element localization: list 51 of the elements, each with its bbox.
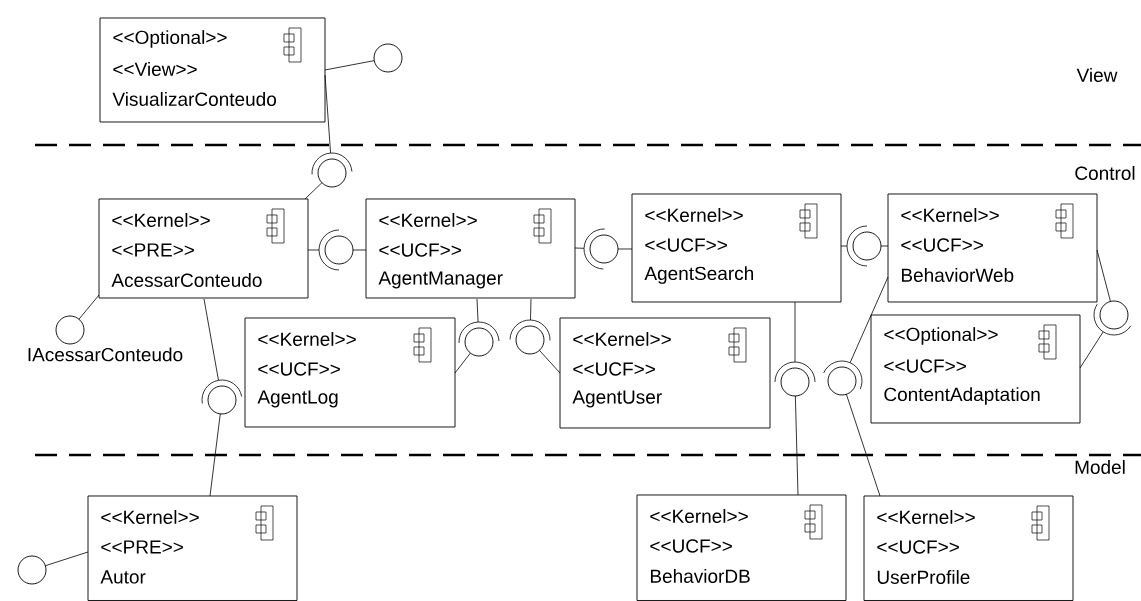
interface-ball xyxy=(515,325,545,355)
assembly-connector xyxy=(794,301,796,363)
interface-ball xyxy=(464,327,494,357)
component-box: <<Optional>> <<View>> VisualizarConteudo xyxy=(99,17,326,123)
assembly-connector xyxy=(209,413,221,497)
assembly-connector xyxy=(617,248,633,250)
assembly-connector xyxy=(794,395,799,496)
component-box: <<Kernel>> <<UCF>> UserProfile xyxy=(863,495,1074,601)
assembly-connector xyxy=(840,245,848,247)
interface-ball xyxy=(317,158,347,188)
interface-ball xyxy=(17,555,47,585)
interface-ball xyxy=(55,315,85,345)
assembly-connector xyxy=(324,60,375,71)
assembly-connector xyxy=(476,298,479,323)
assembly-connector xyxy=(203,298,219,381)
interface-ball xyxy=(852,231,882,261)
assembly-connector xyxy=(849,276,889,364)
layer-label: View xyxy=(1076,68,1118,82)
component-box: <<Kernel>> <<PRE>> Autor xyxy=(87,495,298,601)
interface-ball xyxy=(827,366,857,396)
assembly-connector xyxy=(539,349,561,374)
assembly-connector xyxy=(44,551,89,567)
assembly-connector xyxy=(846,393,881,497)
interface-ball xyxy=(373,43,403,73)
assembly-connector xyxy=(454,352,471,374)
interface-ball xyxy=(324,235,354,265)
component-box: <<Kernel>> <<UCF>> BehaviorDB xyxy=(636,494,847,601)
assembly-connector xyxy=(324,74,331,154)
component-box: <<Kernel>> <<UCF>> AgentManager xyxy=(365,198,576,299)
assembly-connector xyxy=(880,245,889,247)
layer-label: Control xyxy=(1075,166,1135,180)
component-box: <<Kernel>> <<UCF>> AgentSearch xyxy=(631,193,842,303)
assembly-connector xyxy=(78,294,100,320)
component-box: <<Optional>> <<UCF>> ContentAdaptation xyxy=(870,314,1081,424)
assembly-connector xyxy=(530,298,532,321)
interface-ball xyxy=(589,234,619,264)
component-box: <<Kernel>> <<UCF>> AgentUser xyxy=(559,317,771,429)
component-box: <<Kernel>> <<UCF>> BehaviorWeb xyxy=(887,193,1098,303)
layer-label: Model xyxy=(1075,460,1125,474)
assembly-connector xyxy=(304,182,323,200)
interface-label: IAcessarConteudo xyxy=(28,347,183,362)
component-box: <<Kernel>> <<UCF>> AgentLog xyxy=(244,317,456,428)
interface-ball xyxy=(1099,300,1129,330)
assembly-connector xyxy=(307,249,320,251)
assembly-connector xyxy=(1079,331,1104,369)
assembly-connector xyxy=(1096,249,1111,302)
assembly-connector xyxy=(352,249,367,251)
interface-ball xyxy=(780,367,810,397)
component-box: <<Kernel>> <<PRE>> AcessarConteudo xyxy=(98,198,309,299)
interface-ball xyxy=(207,385,237,415)
assembly-connector xyxy=(574,247,585,249)
